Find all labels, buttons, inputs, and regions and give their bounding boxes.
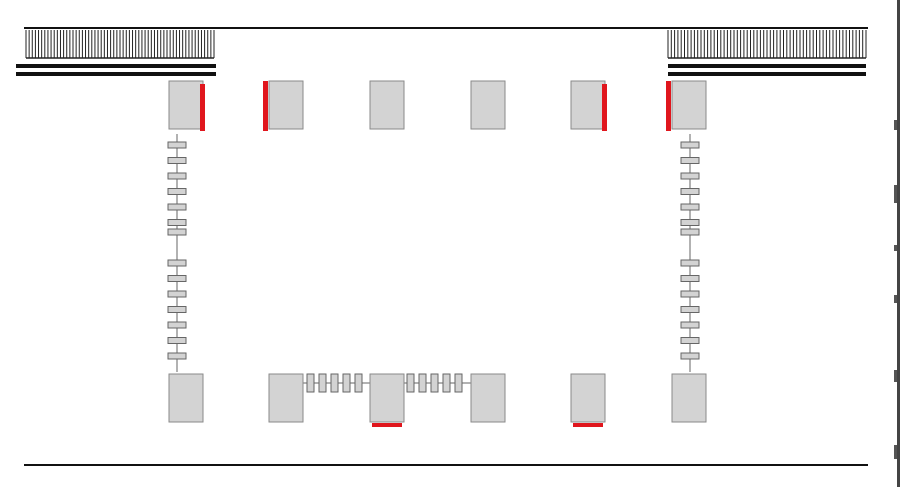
stanchion [406, 373, 415, 393]
stanchion [167, 172, 187, 180]
stanchion [454, 373, 463, 393]
booth-top-5 [570, 80, 606, 130]
bleacher-rail [668, 64, 866, 68]
edge-tick [894, 185, 897, 203]
stanchion [680, 321, 700, 329]
bleacher-rail [668, 72, 866, 76]
bleacher-rail [16, 64, 216, 68]
bleacher-rail [16, 72, 216, 76]
booth-highlight [573, 423, 603, 427]
edge-tick [894, 120, 897, 130]
booth-bottom-4 [470, 373, 506, 423]
stanchion [167, 337, 187, 344]
stanchion [680, 172, 700, 180]
stanchion [167, 157, 187, 164]
stanchion [167, 275, 187, 282]
stanchion-chain-bottom [303, 373, 471, 393]
edge-tick [894, 245, 897, 251]
booth-bottom-3 [369, 373, 405, 423]
booth-top-3 [369, 80, 405, 130]
stanchion [680, 141, 700, 149]
stanchion [442, 373, 451, 393]
stanchion-chain-left [167, 134, 187, 372]
booth-highlight [263, 81, 268, 131]
stanchion [680, 203, 700, 211]
booth-top-1 [168, 80, 204, 130]
stanchion [680, 188, 700, 195]
booth-bottom-2 [268, 373, 304, 423]
booth-top-6 [671, 80, 707, 130]
stanchion [680, 337, 700, 344]
stanchion [680, 228, 700, 236]
edge-tick [894, 370, 897, 382]
booth-top-2 [268, 80, 304, 130]
booth-highlight [200, 84, 205, 131]
booth-highlight [372, 423, 402, 427]
booth-highlight [666, 81, 671, 131]
stanchion [330, 373, 339, 393]
stanchion [354, 373, 363, 393]
stanchion [680, 306, 700, 313]
stanchion [167, 141, 187, 149]
stanchion [167, 352, 187, 360]
booth-bottom-5 [570, 373, 606, 423]
right-edge-bar [897, 0, 900, 487]
bleacher-left [16, 30, 216, 76]
edge-tick [894, 445, 897, 459]
stanchion [167, 188, 187, 195]
stanchion [306, 373, 315, 393]
stanchion [680, 275, 700, 282]
stanchion [680, 219, 700, 226]
booth-top-4 [470, 80, 506, 130]
booth-bottom-1 [168, 373, 204, 423]
stanchion [167, 290, 187, 298]
stanchion [418, 373, 427, 393]
stanchion [680, 259, 700, 267]
stanchion [167, 203, 187, 211]
stanchion [430, 373, 439, 393]
booth-bottom-6 [671, 373, 707, 423]
stanchion [167, 228, 187, 236]
stanchion [167, 321, 187, 329]
stanchion [342, 373, 351, 393]
stanchion-chain-right [680, 134, 700, 372]
booth-row-top [168, 80, 707, 131]
booth-highlight [602, 84, 607, 131]
stanchion [680, 157, 700, 164]
stanchion [167, 259, 187, 267]
stanchion [167, 219, 187, 226]
stanchion [680, 290, 700, 298]
bleacher-right [667, 30, 867, 76]
stanchion [167, 306, 187, 313]
booth-row-bottom [168, 373, 707, 427]
stanchion [680, 352, 700, 360]
stanchion [318, 373, 327, 393]
edge-tick [894, 295, 897, 303]
